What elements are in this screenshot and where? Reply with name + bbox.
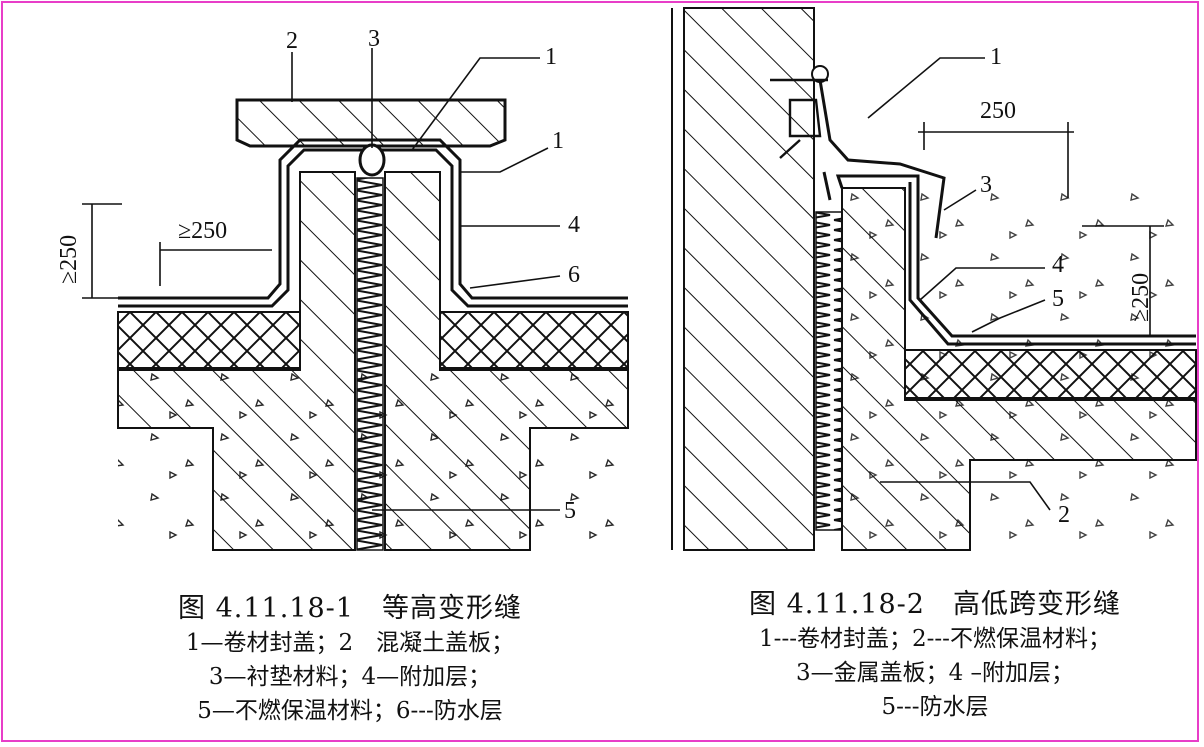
fig1-callout-2: 2 xyxy=(286,28,298,54)
fig1-backer-rod xyxy=(358,143,386,177)
fig1-cover-slab xyxy=(235,98,507,148)
fig2-fastener xyxy=(811,65,829,83)
figure2-legend-line: 1---卷材封盖；2---不燃保温材料； xyxy=(759,626,1111,652)
fig2-callout-5: 5 xyxy=(1052,286,1064,312)
fig2-callout-1: 1 xyxy=(990,44,1002,70)
figure2-legend-line: 3—金属盖板；4 –附加层； xyxy=(795,660,1075,686)
figure2-caption: 图 4.11.18-2 高低跨变形缝 xyxy=(749,589,1121,620)
figure1-drawing xyxy=(82,48,629,551)
fig2-dim-height: ≥250 xyxy=(1128,273,1154,322)
figure1-legend-line: 5—不燃保温材料；6---防水层 xyxy=(197,698,503,724)
fig2-callout-2: 2 xyxy=(1058,502,1070,528)
fig2-high-wall xyxy=(683,7,815,551)
fig2-callout-3: 3 xyxy=(980,172,992,198)
figure1-legend-line: 1—卷材封盖；2 混凝土盖板； xyxy=(185,630,515,656)
fig1-callout-3: 3 xyxy=(368,26,380,52)
fig1-joint-filler xyxy=(356,177,384,551)
fig1-callout-6: 6 xyxy=(568,262,580,288)
figure1-caption: 图 4.11.18-1 等高变形缝 xyxy=(178,593,522,624)
figure2-caption-block: 图 4.11.18-2 高低跨变形缝 1---卷材封盖；2---不燃保温材料； … xyxy=(680,588,1190,724)
fig2-dim-width: 250 xyxy=(980,98,1016,124)
figure2-drawing xyxy=(671,7,1197,551)
fig2-joint-filler xyxy=(815,211,843,531)
fig1-callout-1a: 1 xyxy=(545,44,557,70)
fig2-insulation xyxy=(904,349,1197,399)
fig2-waterproof xyxy=(835,174,1196,346)
fig1-insulation-right xyxy=(439,311,629,369)
fig2-callout-4: 4 xyxy=(1052,252,1064,278)
figure2-legend-line: 5---防水层 xyxy=(881,694,989,720)
figure1-legend-line: 3—衬垫材料；4—附加层； xyxy=(208,664,492,690)
fig1-dim-height: ≥250 xyxy=(56,235,82,284)
fig1-insulation-left xyxy=(117,311,301,369)
fig1-callout-1b: 1 xyxy=(552,128,564,154)
figure1-caption-block: 图 4.11.18-1 等高变形缝 1—卷材封盖；2 混凝土盖板； 3—衬垫材料… xyxy=(90,592,610,728)
fig2-metal-cover xyxy=(818,79,946,239)
fig1-dim-width: ≥250 xyxy=(178,218,227,244)
fig1-callout-5: 5 xyxy=(564,498,576,524)
fig1-callout-4: 4 xyxy=(568,212,580,238)
